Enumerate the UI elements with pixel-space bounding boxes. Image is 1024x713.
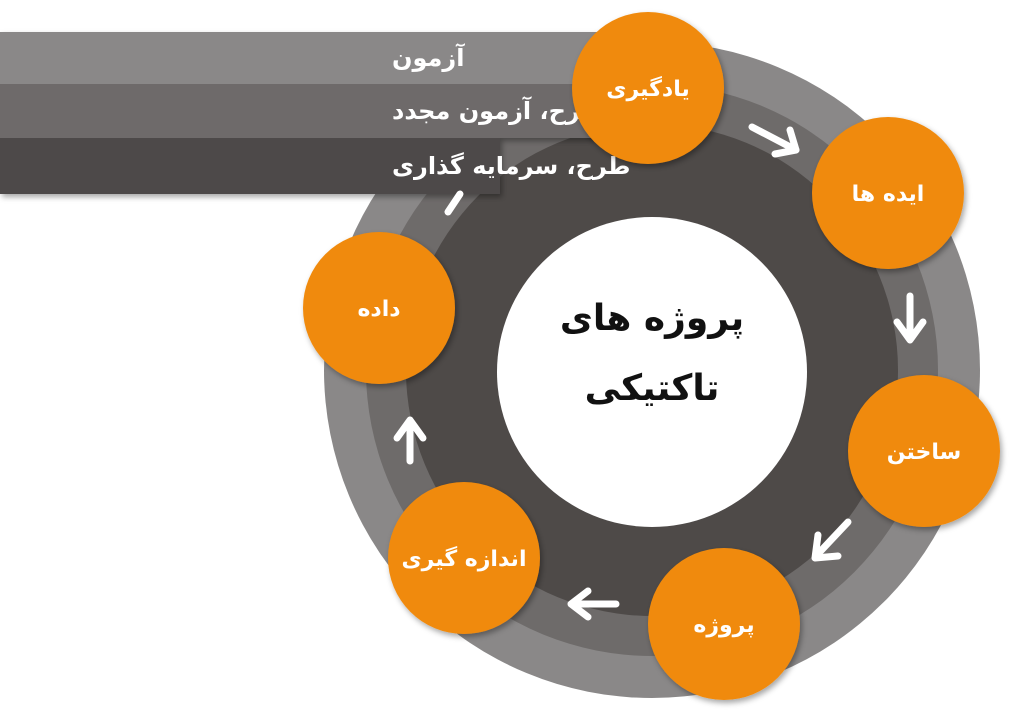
bar-1	[0, 32, 640, 84]
node-data-label: داده	[357, 297, 400, 322]
bar-label-2: طرح، آزمون مجدد	[392, 96, 603, 125]
arrow-up-icon	[393, 416, 427, 465]
arrow-left-icon	[567, 587, 620, 621]
arrow-right-icon	[748, 123, 800, 158]
cycle-nodes: یادگیری ایده ها ساختن پروژه اندازه گیری …	[303, 12, 1000, 700]
center-title-line1: پروژه های	[560, 298, 744, 339]
node-learning-label: یادگیری	[606, 75, 689, 102]
node-project: پروژه	[648, 548, 800, 700]
node-build: ساختن	[848, 375, 1000, 527]
bars	[0, 32, 640, 194]
bar-label-3: طرح، سرمایه گذاری	[392, 152, 631, 180]
cycle-arrows	[393, 123, 927, 621]
node-measurement: اندازه گیری	[388, 482, 540, 634]
center-circle	[497, 217, 807, 527]
arrow-up-right-icon	[444, 190, 464, 216]
node-ideas-label: ایده ها	[852, 182, 925, 207]
bar-3	[0, 138, 500, 194]
node-build-label: ساختن	[887, 440, 962, 465]
arrow-down-left-icon	[811, 518, 852, 562]
node-project-label: پروژه	[693, 613, 754, 638]
center-title-line2: تاکتیکی	[585, 368, 720, 409]
arrow-down-icon	[893, 292, 927, 344]
node-measurement-label: اندازه گیری	[402, 545, 527, 572]
node-learning: یادگیری	[572, 12, 724, 164]
node-data: داده	[303, 232, 455, 384]
node-ideas: ایده ها	[812, 117, 964, 269]
bar-2	[0, 84, 620, 138]
bar-label-1: آزمون	[392, 43, 465, 72]
